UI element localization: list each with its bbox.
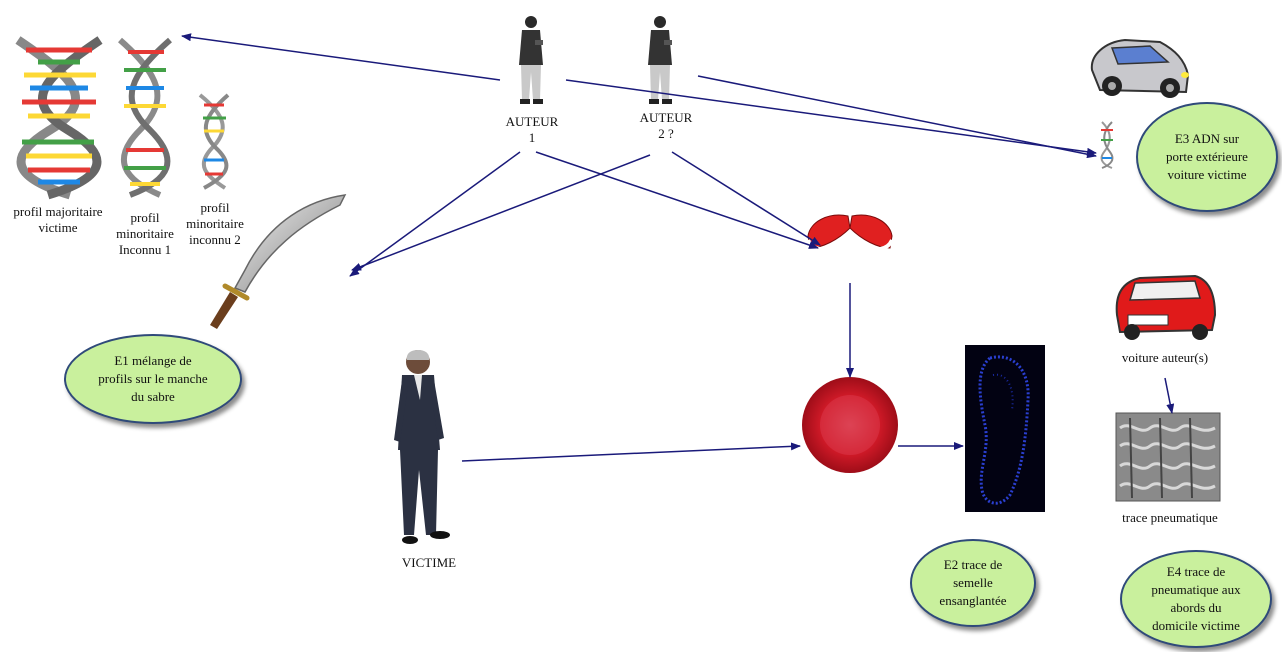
dna-minority2-line-2: minoritaire (186, 216, 244, 231)
sneakers-icon (806, 214, 894, 252)
dna-minority2-line-1: profil (200, 200, 230, 215)
sole-print-image (965, 345, 1045, 512)
e1-line-2: profils sur le manche (98, 371, 208, 386)
e3-line-2: porte extérieure (1166, 149, 1248, 164)
e3-line-1: E3 ADN sur (1174, 131, 1240, 146)
victim-figure (394, 350, 450, 544)
e2-line-1: E2 trace de (943, 557, 1003, 572)
dna-minority-1-icon (118, 37, 172, 198)
author1-line-2: 1 (528, 130, 536, 145)
author-1-figure (519, 16, 543, 104)
e4-line-3: abords du (1170, 600, 1222, 615)
e1-line-3: du sabre (131, 389, 175, 404)
tire-trace-image (1115, 412, 1221, 502)
author2-line-2: 2 ? (658, 126, 674, 141)
label-dna-majority: profil majoritaire victime (0, 204, 116, 236)
dna-majority-line-2: victime (38, 220, 78, 235)
e4-line-1: E4 trace de (1166, 564, 1226, 579)
dna-majority-icon (15, 36, 103, 200)
arrow-victim-blood (461, 442, 801, 462)
label-tire-trace: trace pneumatique (1122, 510, 1218, 525)
e1-line-1: E1 mélange de (114, 353, 192, 368)
evidence-bubble-e3: E3 ADN sur porte extérieure voiture vict… (1136, 102, 1278, 212)
dna-minority2-line-3: inconnu 2 (189, 232, 241, 247)
author-2-figure (648, 16, 672, 104)
arrow-author2-sneakers (671, 151, 821, 246)
dna-majority-line-1: profil majoritaire (13, 204, 103, 219)
e4-line-4: domicile victime (1152, 618, 1240, 633)
label-author-car: voiture auteur(s) (1121, 350, 1209, 365)
arrow-author1-sabre (349, 151, 521, 277)
arrow-author1-dna (181, 33, 501, 81)
evidence-bubble-e4: E4 trace de pneumatique aux abords du do… (1120, 550, 1272, 648)
dna-minority1-line-1: profil (130, 210, 160, 225)
victim-car-icon (1090, 38, 1190, 98)
e4-line-2: pneumatique aux (1151, 582, 1241, 597)
label-dna-minority-1: profil minoritaire Inconnu 1 (108, 210, 182, 258)
label-dna-minority-2: profil minoritaire inconnu 2 (180, 200, 250, 248)
evidence-bubble-e2: E2 trace de semelle ensanglantée (910, 539, 1036, 627)
label-author-1: AUTEUR 1 (496, 114, 568, 146)
e3-line-3: voiture victime (1167, 167, 1247, 182)
e2-line-2: semelle (953, 575, 993, 590)
dna-minority1-line-2: minoritaire (116, 226, 174, 241)
dna-car-door-icon (1100, 121, 1114, 169)
blood-drop-icon (802, 377, 898, 473)
author1-line-1: AUTEUR (505, 114, 559, 129)
author-car-icon (1115, 274, 1217, 340)
dna-minority-2-icon (198, 93, 230, 190)
arrow-author1-sneakers (535, 151, 819, 249)
label-victim: VICTIME (401, 555, 457, 570)
author2-line-1: AUTEUR (639, 110, 693, 125)
arrow-author2-sabre (351, 154, 651, 271)
sabre-icon (210, 194, 347, 329)
arrow-author1-car (565, 79, 1097, 156)
evidence-bubble-e1: E1 mélange de profils sur le manche du s… (64, 334, 242, 424)
label-author-2: AUTEUR 2 ? (630, 110, 702, 142)
e2-line-3: ensanglantée (939, 593, 1007, 608)
arrow-author2-car (697, 75, 1097, 159)
arrow-car-trace (1164, 377, 1175, 414)
arrows (181, 33, 1175, 462)
dna-minority1-line-3: Inconnu 1 (118, 242, 172, 257)
